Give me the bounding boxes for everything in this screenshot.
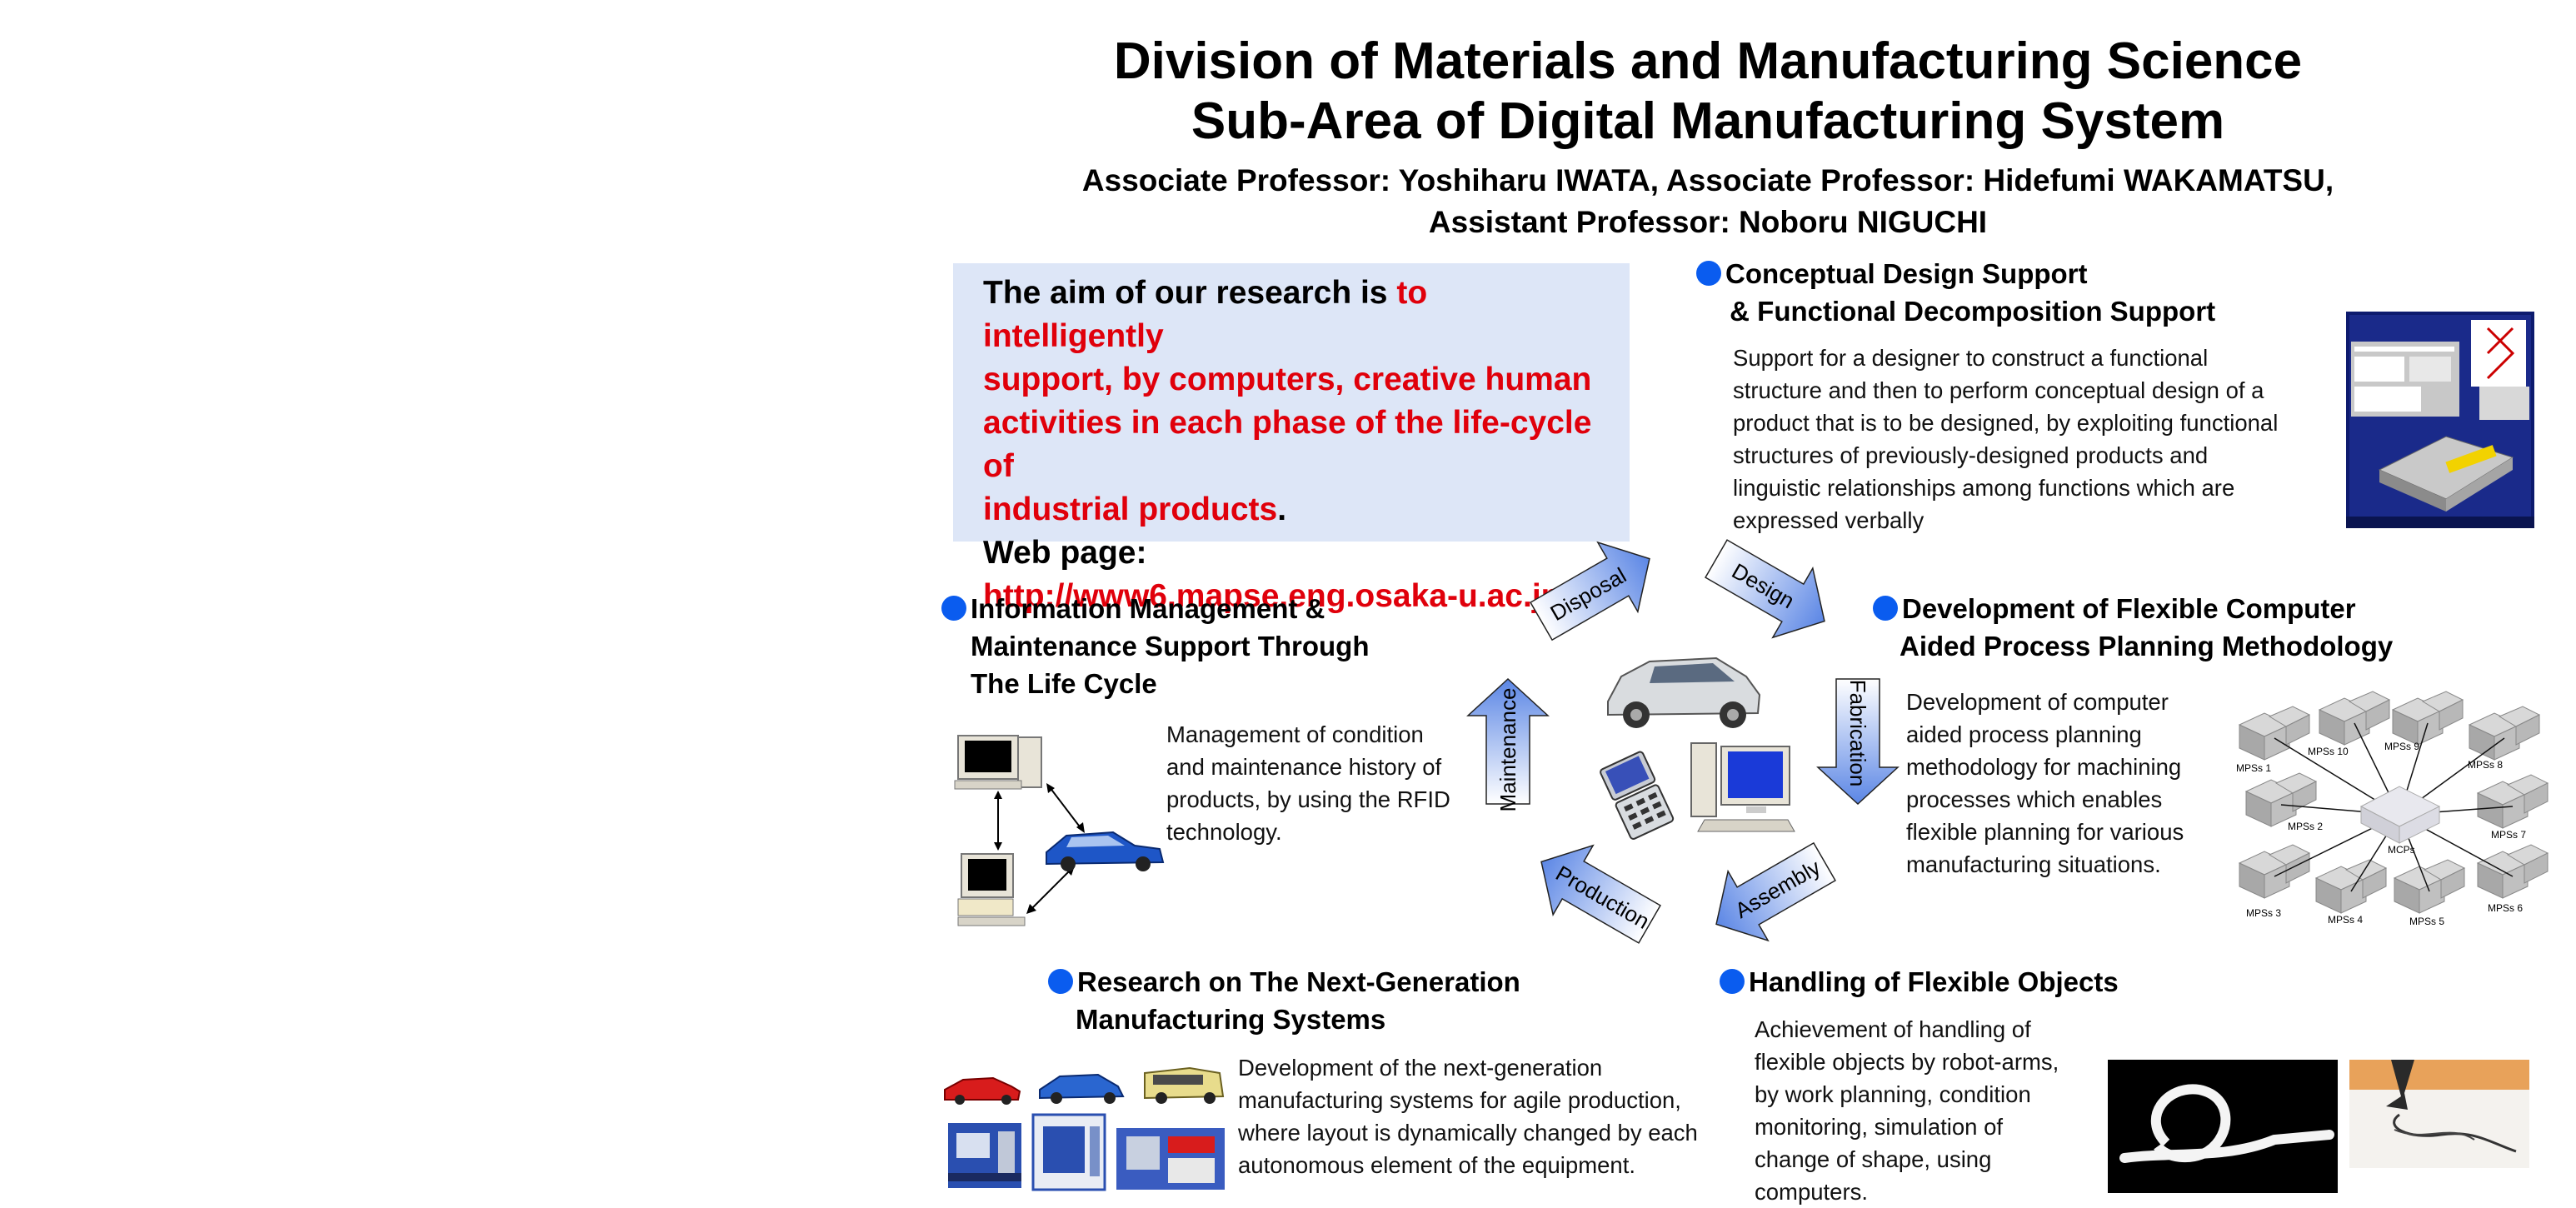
bullet-icon	[941, 596, 966, 621]
computer-icon	[957, 853, 1026, 926]
staff-line-2: Assistant Professor: Noboru NIGUCHI	[1428, 205, 1988, 239]
section-title-flexible-objects: Handling of Flexible Objects	[1720, 963, 2119, 1001]
mps-label: MPSs 3	[2246, 907, 2281, 919]
car-illustration	[1607, 656, 1761, 728]
section-desc-flexible-objects: Achievement of handling of flexible obje…	[1755, 1016, 2059, 1205]
mps-label: MPSs 5	[2409, 916, 2444, 927]
section-title-next-generation: Research on The Next-Generation Manufact…	[1048, 963, 1520, 1038]
page-title: Division of Materials and Manufacturing …	[1113, 32, 2303, 90]
mps-label: MPSs 4	[2328, 914, 2363, 926]
aim-highlight-1: to intelligently	[983, 275, 1428, 354]
mcps-block-icon	[2359, 786, 2441, 844]
part-block-icon	[2393, 859, 2466, 914]
car-icon	[1046, 831, 1165, 871]
machine-tool-icon	[1031, 1113, 1106, 1191]
rope-knot-simulation-image	[2108, 1060, 2338, 1193]
lifecycle-arrow-disposal: Disposal	[1530, 541, 1650, 641]
mps-label: MPSs 7	[2491, 829, 2526, 841]
aim-prefix: The aim of our research is	[983, 275, 1397, 311]
page-subtitle: Sub-Area of Digital Manufacturing System	[1191, 92, 2225, 150]
lifecycle-label-fabrication: Fabrication	[1845, 680, 1870, 787]
van-icon	[1144, 1066, 1225, 1104]
section-desc-conceptual: Support for a designer to construct a fu…	[1733, 345, 2279, 533]
part-block-icon	[2391, 691, 2464, 746]
machine-tool-icon	[948, 1123, 1021, 1188]
section-title-conceptual: Conceptual Design Support & Functional D…	[1696, 255, 2215, 330]
aim-highlight-2: support, by computers, creative human	[983, 362, 1592, 397]
computer-icon	[954, 735, 1042, 790]
aim-highlight-4: industrial products	[983, 492, 1278, 527]
web-page-link[interactable]: http://www6.mapse.eng.osaka-u.ac.jp	[983, 578, 1561, 614]
car-icon	[944, 1076, 1021, 1105]
bullet-icon	[1696, 261, 1721, 286]
staff-line-1: Associate Professor: Yoshiharu IWATA, As…	[1081, 163, 2334, 197]
mps-label: MPSs 1	[2236, 762, 2271, 774]
section-desc-process-planning: Development of computer aided process pl…	[1906, 689, 2184, 877]
mps-label: MPSs 9	[2384, 741, 2419, 752]
mps-label: MPSs 8	[2468, 759, 2503, 771]
cad-software-screenshot	[2346, 312, 2534, 528]
mps-label: MPSs 6	[2488, 902, 2523, 914]
part-block-icon	[2468, 706, 2541, 761]
mps-label: MCPs	[2388, 844, 2415, 856]
part-block-icon	[2314, 859, 2388, 914]
lifecycle-arrow-maintenance: Maintenance	[1466, 677, 1550, 812]
section-title-information: Information Management & Maintenance Sup…	[941, 590, 1369, 702]
part-block-icon	[2244, 772, 2318, 827]
web-page-label: Web page:	[983, 535, 1147, 571]
aim-highlight-3: activities in each phase of the life-cyc…	[983, 405, 1592, 484]
machine-tool-icon	[1116, 1128, 1225, 1190]
section-desc-information: Management of condition and maintenance …	[1166, 721, 1450, 845]
bullet-icon	[1873, 596, 1898, 621]
lifecycle-arrow-assembly: Assembly	[1715, 841, 1836, 942]
lifecycle-label-maintenance: Maintenance	[1495, 688, 1520, 812]
part-block-icon	[2476, 844, 2549, 899]
desktop-computer-icon	[1690, 742, 1795, 832]
manufacturing-illustration	[944, 1066, 1225, 1191]
robot-arm-photo	[2349, 1060, 2529, 1168]
bullet-icon	[1048, 969, 1073, 994]
rfid-illustration	[954, 735, 1165, 926]
bullet-icon	[1720, 969, 1745, 994]
mps-label: MPSs 10	[2308, 746, 2349, 757]
aim-suffix: .	[1277, 492, 1287, 527]
part-block-icon	[2318, 691, 2391, 746]
part-block-icon	[2238, 844, 2311, 899]
phone-icon	[1600, 751, 1675, 840]
section-desc-next-generation: Development of the next-generation manuf…	[1238, 1055, 1698, 1178]
aim-box: The aim of our research is to intelligen…	[953, 263, 1630, 614]
section-title-process-planning: Development of Flexible Computer Aided P…	[1873, 590, 2393, 665]
lifecycle-arrow-fabrication: Fabrication	[1816, 678, 1900, 806]
car-icon	[1039, 1073, 1125, 1104]
lifecycle-arrow-design: Design	[1705, 539, 1825, 639]
part-block-icon	[2476, 774, 2549, 829]
mps-label: MPSs 2	[2288, 821, 2323, 832]
part-block-icon	[2238, 706, 2311, 761]
lifecycle-arrow-production: Production	[1540, 844, 1661, 944]
